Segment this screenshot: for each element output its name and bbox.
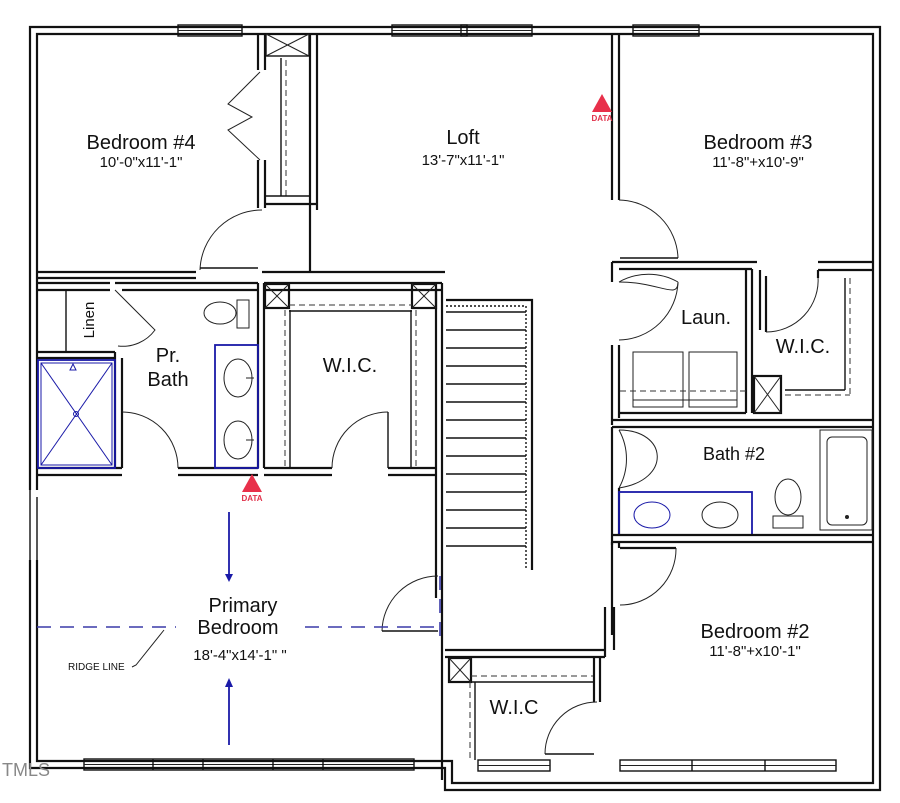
room-dims: 10'-0"x11'-1" (100, 154, 183, 171)
exterior-walls (28, 25, 882, 792)
room-wic-primary: W.I.C. (323, 355, 377, 377)
bedroom2-walls (445, 546, 677, 760)
room-name: Bedroom #2 (701, 621, 810, 643)
room-wic-bed2: W.I.C (490, 697, 539, 719)
laundry-bath2-walls (610, 262, 873, 635)
room-dims: 18'-4"x14'-1" " (193, 647, 286, 664)
bedroom3-walls (610, 34, 873, 272)
room-bedroom3: Bedroom #3 11'-8"+x10'-9" (704, 132, 813, 171)
svg-text:DATA: DATA (241, 494, 262, 503)
room-name-line2: Bath (147, 369, 188, 391)
staircase[interactable] (446, 298, 534, 570)
direction-arrows (225, 512, 233, 745)
room-bath2: Bath #2 (703, 444, 765, 464)
primary-bedroom-door[interactable] (381, 575, 441, 636)
room-name: Bedroom #3 (704, 132, 813, 154)
room-bedroom2: Bedroom #2 11'-8"+x10'-1" (701, 621, 810, 660)
room-name: Loft (446, 127, 480, 149)
room-name-line1: Primary (209, 595, 278, 617)
room-name-line2: Bedroom (197, 617, 278, 639)
room-pr-bath: Pr. Bath (147, 345, 188, 391)
room-laundry: Laun. (681, 307, 731, 329)
room-dims: 11'-8"+x10'-9" (712, 154, 804, 171)
room-name: Linen (81, 302, 98, 339)
room-name: Bedroom #4 (87, 132, 196, 154)
watermark: TMLS (2, 760, 50, 780)
room-bedroom4: Bedroom #4 10'-0"x11'-1" (87, 132, 196, 171)
primary-wic-walls (263, 281, 444, 780)
room-name: W.I.C. (776, 336, 830, 358)
data-marker-primary[interactable]: DATA (241, 474, 263, 503)
ridge-line: RIDGE LINE (37, 626, 440, 673)
primary-bath-walls (37, 281, 266, 477)
ridge-line-label: RIDGE LINE (68, 662, 125, 673)
room-dims: 11'-8"+x10'-1" (709, 643, 801, 660)
room-name: Bath #2 (703, 444, 765, 464)
room-loft: Loft 13'-7"x11'-1" (422, 127, 505, 169)
warning-triangle-icon (242, 474, 262, 492)
room-name: Laun. (681, 307, 731, 329)
bedroom4-walls (37, 33, 445, 280)
windows (27, 24, 837, 772)
svg-text:DATA: DATA (591, 114, 612, 123)
warning-triangle-icon (592, 94, 612, 112)
room-dims: 13'-7"x11'-1" (422, 152, 505, 169)
room-name-line1: Pr. (156, 345, 180, 367)
room-name: W.I.C. (323, 355, 377, 377)
room-linen: Linen (81, 302, 98, 339)
room-name: W.I.C (490, 697, 539, 719)
data-marker-loft[interactable]: DATA (591, 94, 613, 123)
room-primary-bedroom: Primary Bedroom 18'-4"x14'-1" " (193, 595, 286, 664)
room-wic-bed3: W.I.C. (776, 336, 830, 358)
